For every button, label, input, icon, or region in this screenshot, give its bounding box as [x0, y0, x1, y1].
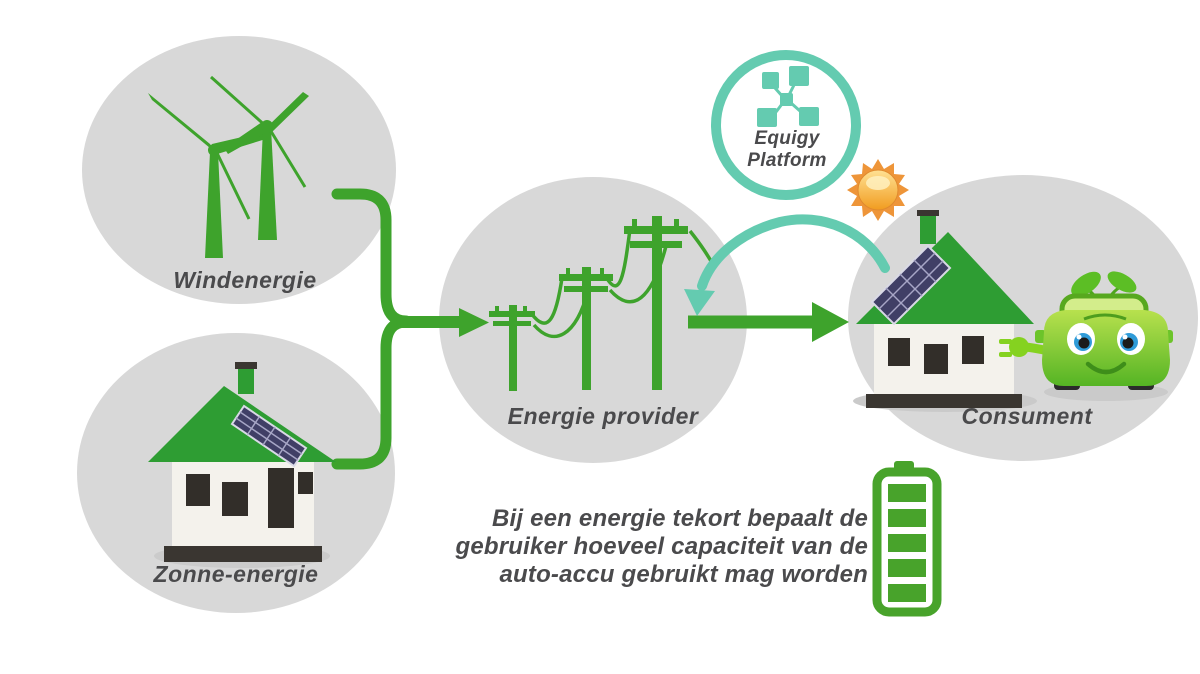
platform-label-line1: Equigy: [754, 128, 820, 149]
caption-line2: gebruiker hoeveel capaciteit van de: [455, 533, 868, 560]
wind-node-circle: [82, 36, 396, 304]
caption-line3: auto-accu gebruikt mag worden: [499, 561, 868, 588]
arrowhead-to-provider: [459, 308, 489, 337]
battery-full-icon: [872, 461, 942, 617]
wind-turbine-icon: [148, 75, 309, 258]
flow-arrow-consumer-to-provider: [684, 214, 890, 316]
flow-arrow-provider-to-consumer: [688, 302, 849, 342]
power-lines-icon: [489, 216, 716, 391]
solar-panel: [230, 404, 308, 468]
car-eyes: [1067, 323, 1145, 355]
equigy-platform-badge: [711, 50, 861, 200]
sun-icon: [847, 159, 909, 221]
wind-node-label: Windenergie: [173, 267, 317, 293]
consumer-node-label: Consument: [961, 403, 1093, 429]
provider-node-circle: [439, 177, 747, 463]
platform-label: Equigy Platform: [711, 128, 863, 172]
solar-house-icon: [148, 362, 336, 568]
battery-bars: [888, 484, 926, 602]
network-nodes-icon: [757, 66, 819, 127]
ev-car-icon: [1035, 271, 1173, 401]
solar-node-label: Zonne-energie: [153, 561, 319, 587]
caption-line1: Bij een energie tekort bepaalt de: [491, 505, 868, 532]
flow-arrow-wind-solar-to-provider: [331, 188, 489, 470]
consumer-solar-panel: [870, 244, 952, 326]
flow-line-wind: [331, 188, 412, 327]
provider-node-label: Energie provider: [507, 403, 699, 429]
consumer-house-icon: [853, 210, 1037, 412]
platform-label-line2: Platform: [747, 150, 827, 171]
car-smile: [1085, 361, 1127, 375]
arrowhead-mint: [684, 289, 715, 316]
arrowhead-to-consumer: [812, 302, 849, 342]
flow-line-solar: [331, 316, 412, 470]
caption-text: Bij een energie tekort bepaalt de gebrui…: [420, 505, 868, 589]
